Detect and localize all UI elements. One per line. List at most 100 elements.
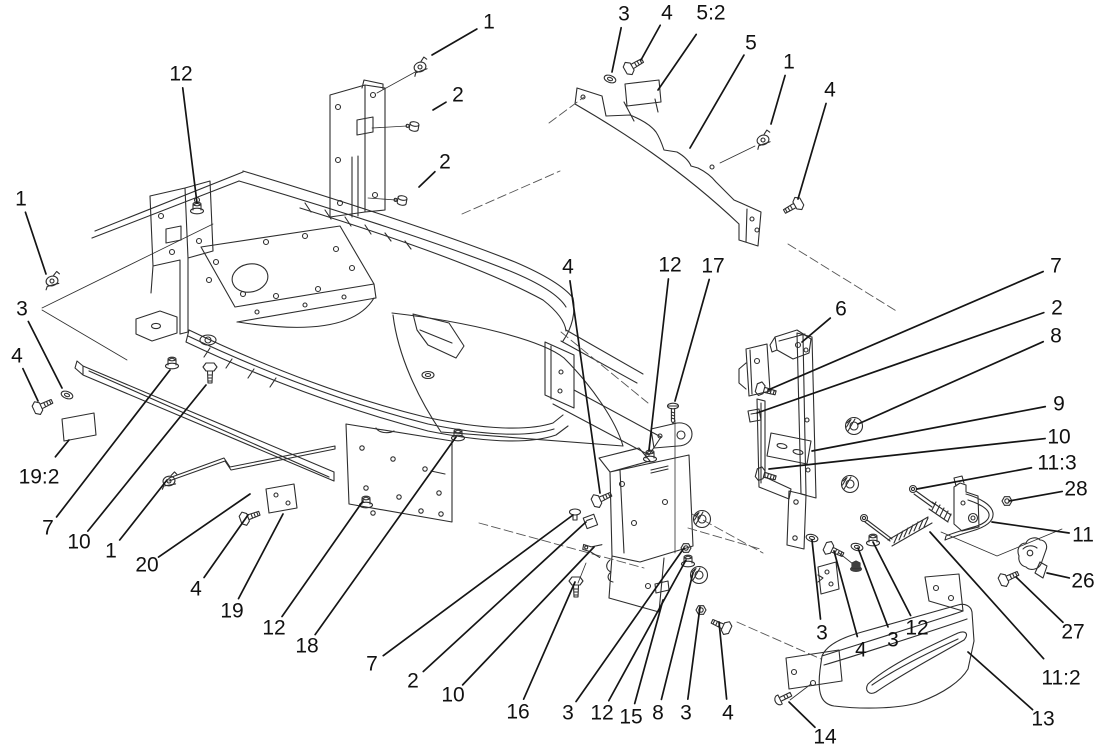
fastener-bolt-icon (31, 398, 54, 416)
callout-label: 13 (1031, 708, 1054, 731)
fastener-bolt-icon (202, 362, 218, 384)
callout-label: 12 (905, 617, 928, 640)
support-bracket-5 (574, 87, 762, 247)
leader-line (431, 28, 478, 56)
pivot-bracket (738, 343, 771, 397)
leader-line (801, 317, 832, 343)
leader-line (689, 54, 745, 149)
leader-line (281, 500, 364, 618)
callout-label: 3 (887, 629, 899, 652)
leader-line (718, 621, 728, 700)
callout-label: 16 (506, 701, 529, 724)
callout-label: 11:3 (1037, 452, 1076, 475)
leader-line (674, 278, 711, 402)
decal-5-2 (623, 79, 662, 122)
callout-label: 3 (618, 3, 630, 26)
leader-line (86, 384, 207, 532)
callout-label: 2 (1051, 297, 1063, 320)
hinge-arm (756, 398, 792, 500)
fastener-fork-icon (582, 543, 603, 559)
fastener-flangenut-icon (164, 356, 180, 370)
callout-label: 18 (295, 635, 318, 658)
leader-line (522, 581, 576, 701)
leader-line (432, 101, 447, 111)
callout-label: 5 (745, 32, 757, 55)
fastener-knob-icon (692, 509, 712, 529)
leader-line (768, 437, 1046, 470)
seat-plate (200, 225, 377, 328)
fastener-screw-icon (666, 402, 680, 425)
callout-label: 19:2 (19, 466, 60, 489)
bumper-rod-bracket-11 (944, 475, 994, 541)
callout-label: 3 (680, 702, 692, 725)
fastener-sqclip-icon (747, 408, 762, 423)
control-rod (168, 445, 336, 482)
leader-line (770, 74, 786, 125)
callout-label: 4 (824, 79, 836, 102)
fastener-darknut-icon (850, 560, 862, 572)
bumper-plate-right (924, 573, 964, 612)
leader-line (55, 369, 171, 518)
leader-line (237, 513, 284, 600)
callout-label: 1 (15, 188, 27, 211)
leader-line (640, 24, 662, 61)
fastener-washer-icon (603, 74, 617, 84)
fastener-bolt-icon (754, 466, 777, 482)
hinge-column (738, 329, 817, 550)
leader-line (660, 572, 694, 701)
leader-line (633, 599, 664, 705)
leader-line (916, 466, 1033, 490)
callout-label: 6 (835, 298, 847, 321)
springs-and-rods (859, 484, 952, 547)
rear-mount-plate (345, 423, 453, 523)
fastener-bolt-icon (622, 58, 645, 76)
fastener-bolt-icon (238, 510, 261, 526)
bumper-13 (785, 561, 975, 709)
fastener-flangenut-icon (680, 554, 696, 568)
fastener-flangenut-icon (450, 428, 466, 442)
leader-line (648, 278, 670, 451)
fasteners (31, 56, 1020, 706)
bracket-15 (598, 447, 694, 613)
callout-label: 7 (42, 517, 54, 540)
leader-line (22, 367, 39, 402)
callout-label: 20 (135, 554, 158, 577)
fastener-clamp-icon (161, 471, 178, 490)
callout-label: 8 (652, 702, 664, 725)
leader-line (181, 87, 198, 204)
callout-label: 1 (105, 540, 117, 563)
leader-line (575, 547, 685, 703)
bracket-6 (769, 329, 812, 360)
callout-label: 12 (262, 617, 285, 640)
frame-far-rail (91, 170, 575, 342)
callout-label: 26 (1071, 570, 1094, 593)
fastener-nut-icon (695, 605, 707, 615)
leader-line (461, 546, 595, 686)
leader-line (418, 170, 436, 188)
leader-line (767, 270, 1044, 391)
leader-line (1015, 576, 1064, 624)
fastener-clamp-icon (756, 129, 771, 150)
catch-bracket (817, 561, 840, 595)
fastener-knob-icon (844, 416, 864, 436)
fastener-washer-icon (421, 370, 435, 380)
callout-label: 2 (439, 151, 451, 174)
callout-label: 5:2 (696, 2, 725, 25)
callout-label: 11:2 (1041, 667, 1080, 690)
fastener-bolt-icon (568, 576, 584, 598)
leader-line (1046, 572, 1071, 579)
fastener-button-icon (568, 508, 582, 521)
callout-label: 3 (16, 298, 28, 321)
leader-line (811, 539, 822, 620)
leader-line (27, 320, 63, 389)
callout-label: 7 (366, 653, 378, 676)
callout-label: 14 (813, 726, 837, 749)
fastener-bolt-icon (710, 618, 733, 636)
leader-line (422, 521, 587, 673)
callout-label: 28 (1064, 478, 1087, 501)
leader-line (607, 559, 687, 702)
bracket-19 (265, 483, 298, 514)
